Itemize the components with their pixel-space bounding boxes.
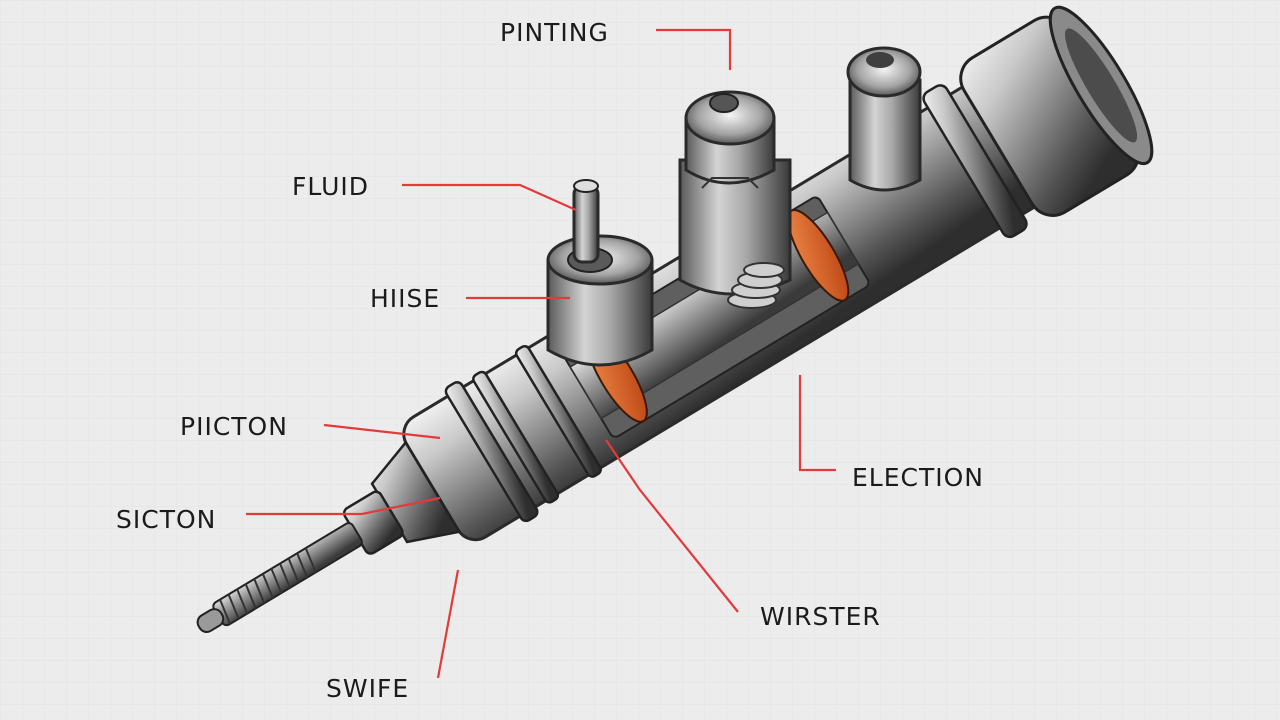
leader-line-piicton [323, 423, 441, 440]
leader-line-fluid [402, 183, 577, 212]
label-wirster: WIRSTER [760, 602, 881, 631]
label-swife: SWIFE [326, 674, 410, 703]
leader-line-wirster [605, 439, 739, 613]
leader-line-pinting [656, 28, 732, 70]
label-pinting: PINTING [500, 18, 609, 47]
internal-spring [727, 262, 785, 309]
leader-line-election [798, 375, 836, 472]
label-fluid: FLUID [292, 172, 369, 201]
label-piicton: PIICTON [180, 412, 288, 441]
leader-line-swife [436, 569, 460, 679]
fluid-port-post [546, 179, 654, 367]
leader-line-sicton [246, 496, 441, 516]
label-hiise: HIISE [370, 284, 441, 313]
leader-lines [246, 28, 836, 679]
label-election: ELECTION [852, 463, 984, 492]
right-port-post [846, 46, 922, 192]
label-sicton: SICTON [116, 505, 217, 534]
center-port-post [678, 90, 792, 296]
